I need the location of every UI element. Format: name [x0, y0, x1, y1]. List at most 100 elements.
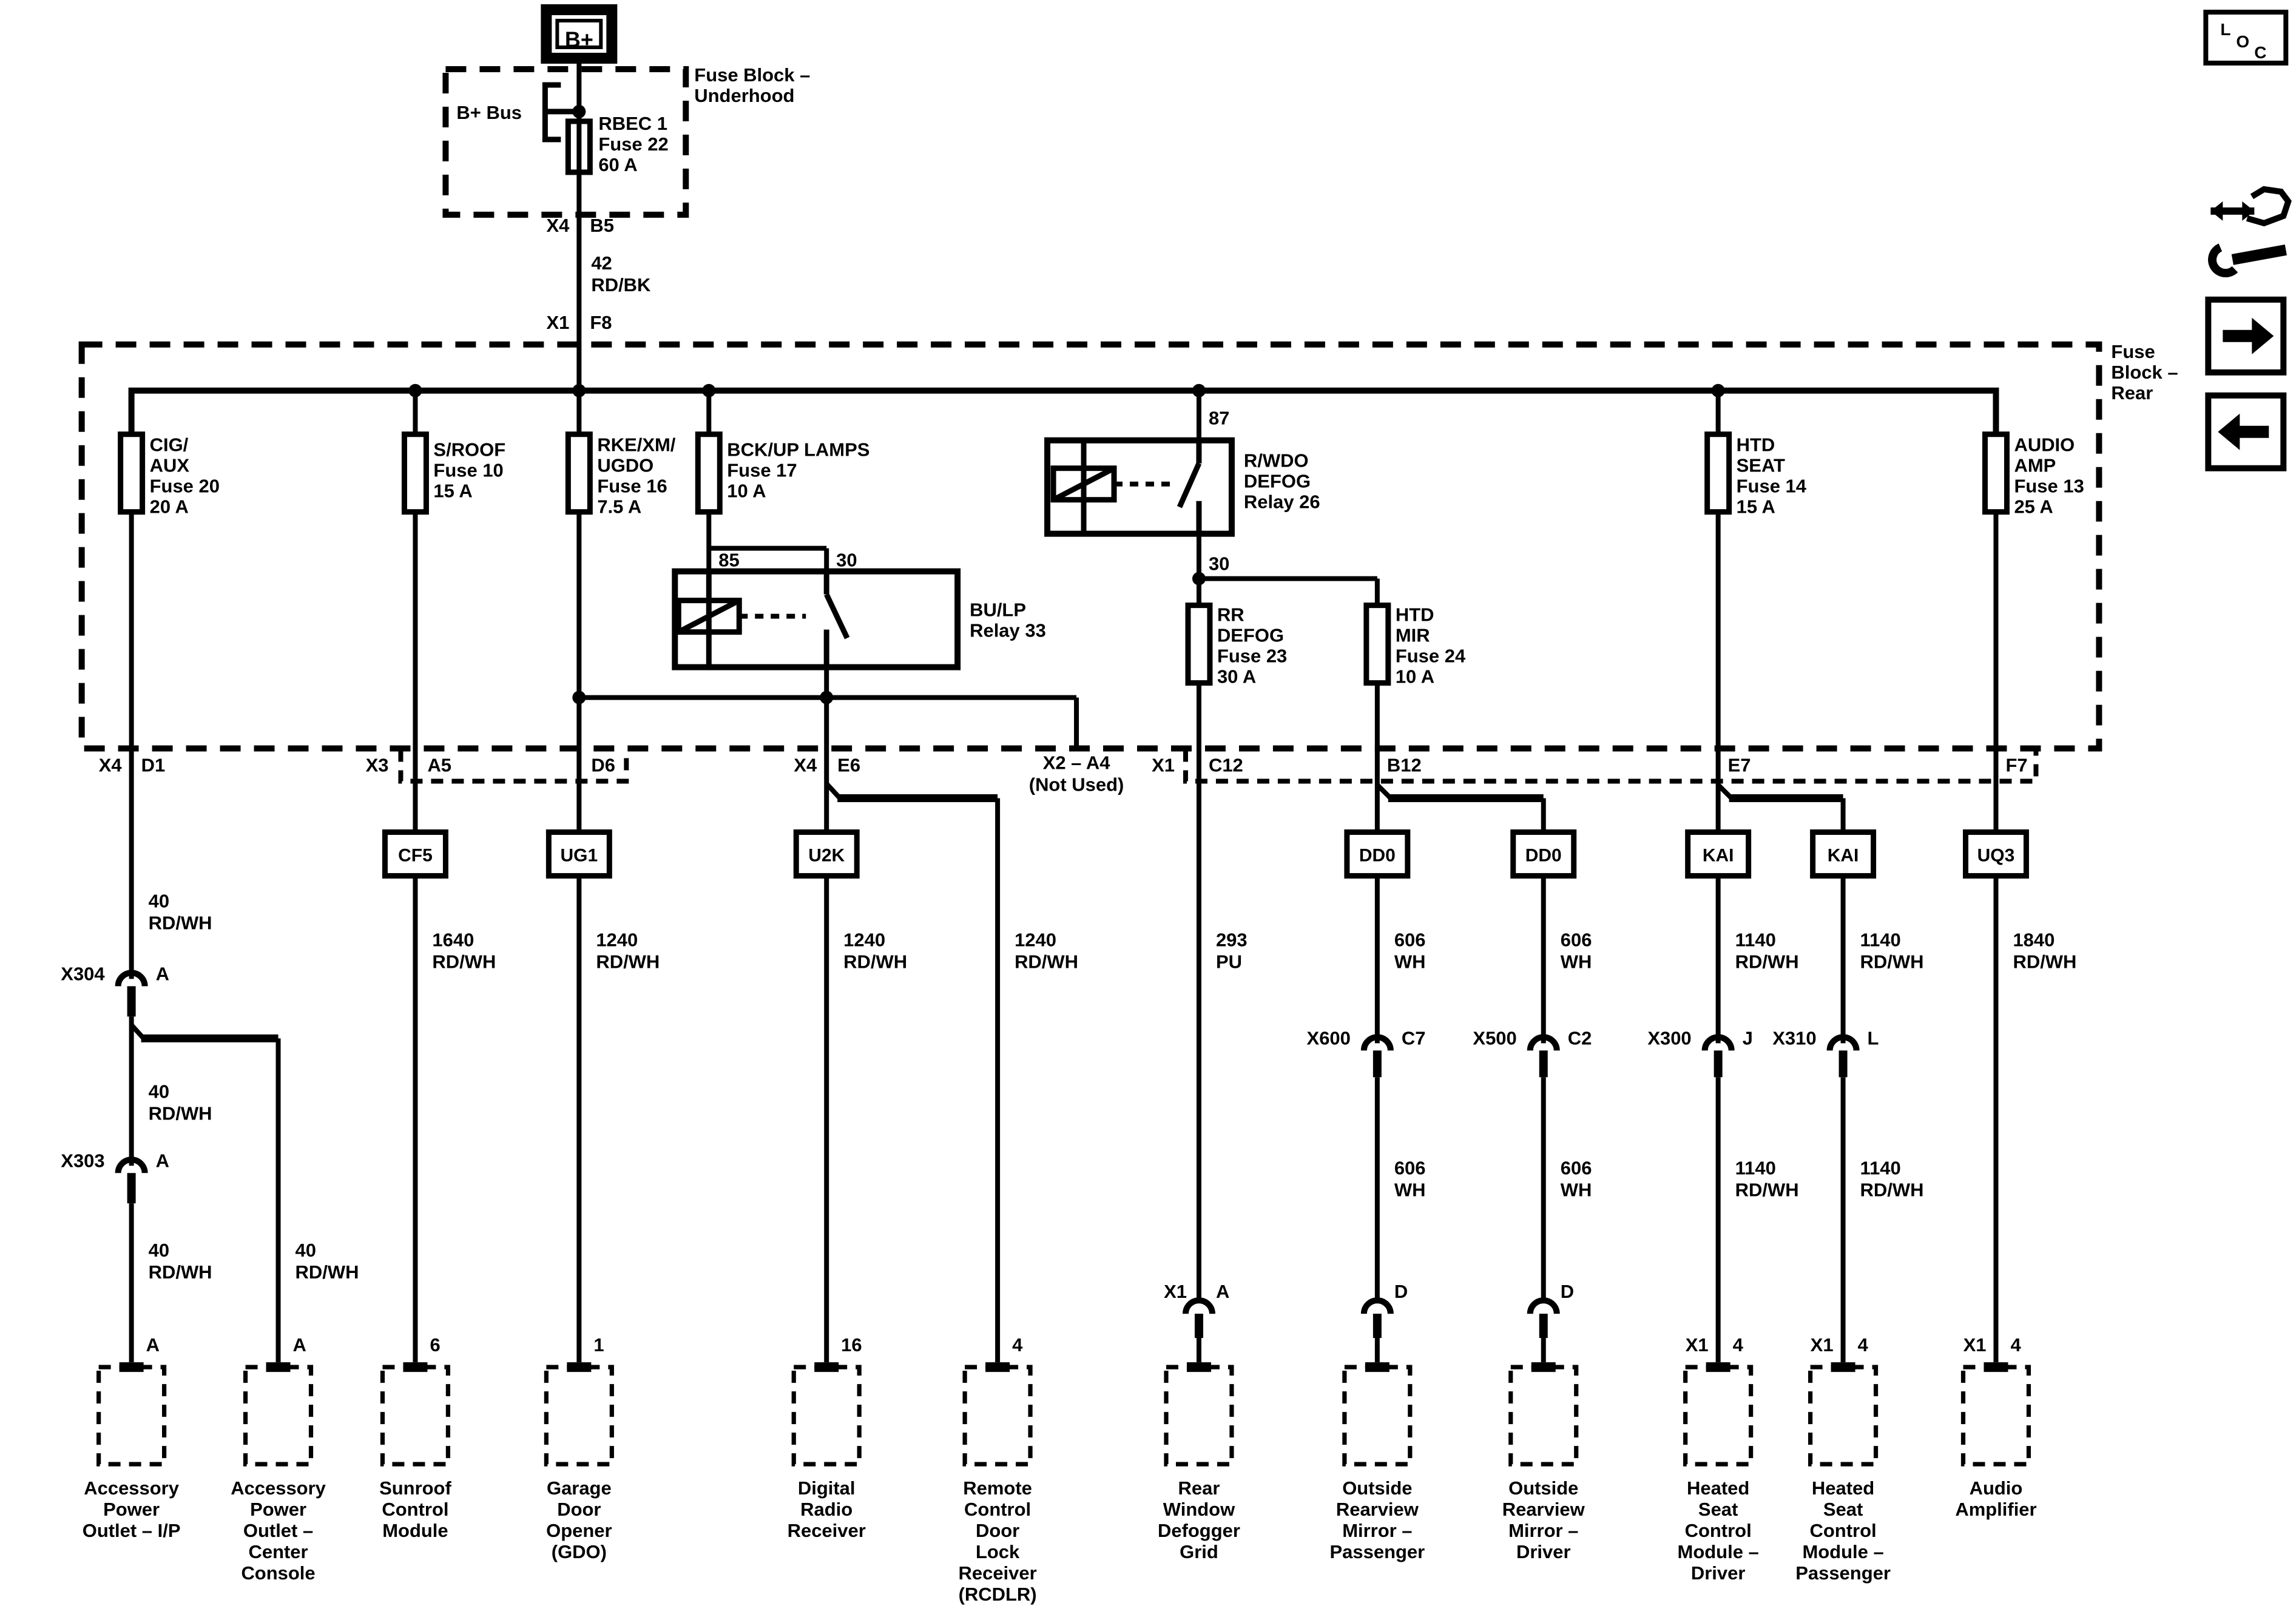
splice-x500-pin: C2: [1568, 1027, 1592, 1048]
relay26-t87: 87: [1209, 408, 1229, 429]
relay33-switch: [823, 571, 850, 667]
conn-d6: D6: [591, 755, 615, 776]
splice-x304: X304 A: [61, 963, 169, 1017]
conn-x2a4: X2 – A4(Not Used): [1029, 752, 1124, 795]
splice-x303-id: X303: [61, 1150, 104, 1171]
junction-dot: [1711, 383, 1725, 397]
junction-dot: [572, 690, 586, 704]
terminal-gdo: 1: [593, 1334, 604, 1355]
fuse-cig-aux: [118, 431, 146, 515]
conn-c12-left: X1: [1152, 755, 1175, 776]
fuse-audio-amp: [1982, 431, 2010, 515]
conn-x1-f8-left: X1: [546, 312, 569, 333]
junction-dot: [572, 383, 586, 397]
terminal-seat-pass-x1: X1: [1811, 1334, 1834, 1355]
splice-x500: X500 C2: [1473, 1027, 1592, 1078]
option-boxes: CF5 UG1 U2K DD0 DD0 KAI KAI UQ3: [382, 829, 2029, 879]
splice-x304-id: X304: [61, 963, 105, 984]
connector-subbox-right: [1183, 749, 2039, 784]
loc-icon[interactable]: L O C: [2203, 9, 2289, 66]
terminal-defog: X1 A: [1164, 1281, 1229, 1338]
option-dd0-label: DD0: [1525, 845, 1562, 865]
junction-dots: [408, 104, 1725, 704]
terminal-amp-4: 4: [2010, 1334, 2021, 1355]
terminal-mirror-passenger: D: [1360, 1281, 1408, 1338]
splice-x500-id: X500: [1473, 1027, 1516, 1048]
splice-x310: X310 L: [1772, 1027, 1879, 1078]
option-kai-label: KAI: [1828, 845, 1859, 865]
terminal-outlet2: A: [293, 1334, 306, 1355]
terminal-mirror-pass-d: D: [1394, 1281, 1408, 1302]
arrow-left-icon[interactable]: [2205, 392, 2287, 471]
option-cf5: CF5: [382, 829, 448, 879]
loc-letter-o: O: [2236, 32, 2249, 51]
fuse-rke-ugdo: [565, 431, 593, 515]
loc-letter-l: L: [2220, 20, 2230, 39]
option-cf5-label: CF5: [398, 845, 433, 865]
conn-a5-right: A5: [427, 755, 451, 776]
wrench-icon[interactable]: [2208, 186, 2292, 277]
terminal-seat-drv-4: 4: [1733, 1334, 1744, 1355]
connector-row: X4 D1 X3 A5 D6 X4 E6 X2 – A4(Not Used) X…: [99, 749, 2039, 795]
terminal-mirror-drv-d: D: [1561, 1281, 1574, 1302]
relay26-coil-slash: [1052, 465, 1116, 502]
splice-x303-pin: A: [156, 1150, 169, 1171]
option-uq3-label: UQ3: [1977, 845, 2015, 865]
splice-x600-id: X600: [1307, 1027, 1351, 1048]
terminals: A A 6 1 16 4 X1 A D D X1 4 X1 4 X1 4: [146, 1281, 2022, 1355]
option-dd0-passenger: DD0: [1344, 829, 1411, 879]
connector-subbox-left: [398, 749, 629, 784]
splice-x310-id: X310: [1772, 1027, 1816, 1048]
conn-b12: B12: [1387, 755, 1422, 776]
relay33-t30: 30: [836, 550, 857, 571]
junction-dot: [702, 383, 716, 397]
fuse-rbec: [565, 118, 593, 175]
option-u2k: U2K: [793, 829, 860, 879]
terminal-amp-x1: X1: [1963, 1334, 1987, 1355]
splice-x303: X303 A: [61, 1150, 169, 1204]
splice-x300-pin: J: [1743, 1027, 1753, 1048]
arrow-right-icon[interactable]: [2205, 296, 2287, 376]
terminal-rcdlr: 4: [1012, 1334, 1023, 1355]
terminal-sunroof: 6: [430, 1334, 440, 1355]
b-plus-bus-label: B+ Bus: [456, 102, 522, 123]
b-plus-bus-symbol: [542, 82, 579, 143]
b-plus-label: B+: [565, 27, 593, 52]
terminal-defog-x1: X1: [1164, 1281, 1187, 1302]
